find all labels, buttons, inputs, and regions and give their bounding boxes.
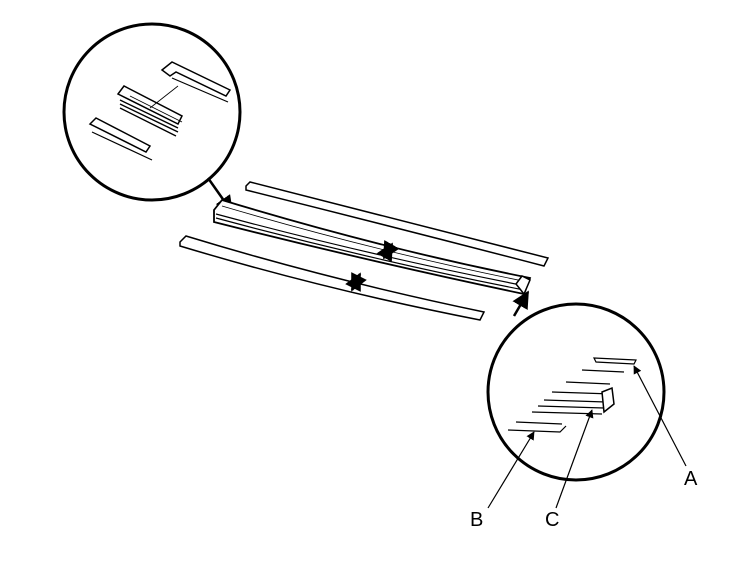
insert-arrow-lower [345, 271, 367, 293]
leader-line-c [555, 409, 594, 509]
callout-label-b: B [470, 509, 483, 531]
lower-insert-strip [179, 235, 486, 321]
upper-insert-strip [245, 181, 550, 267]
callout-label-c: C [545, 509, 559, 531]
pointer-arrow-bottom-right [512, 290, 530, 317]
detail-circle-top-left [62, 22, 242, 202]
leader-line-a [633, 365, 687, 467]
insert-arrow-upper [376, 239, 400, 263]
callout-label-a: A [684, 468, 698, 490]
wiper-blade-rubber [213, 198, 532, 296]
leader-line-b [487, 431, 535, 509]
